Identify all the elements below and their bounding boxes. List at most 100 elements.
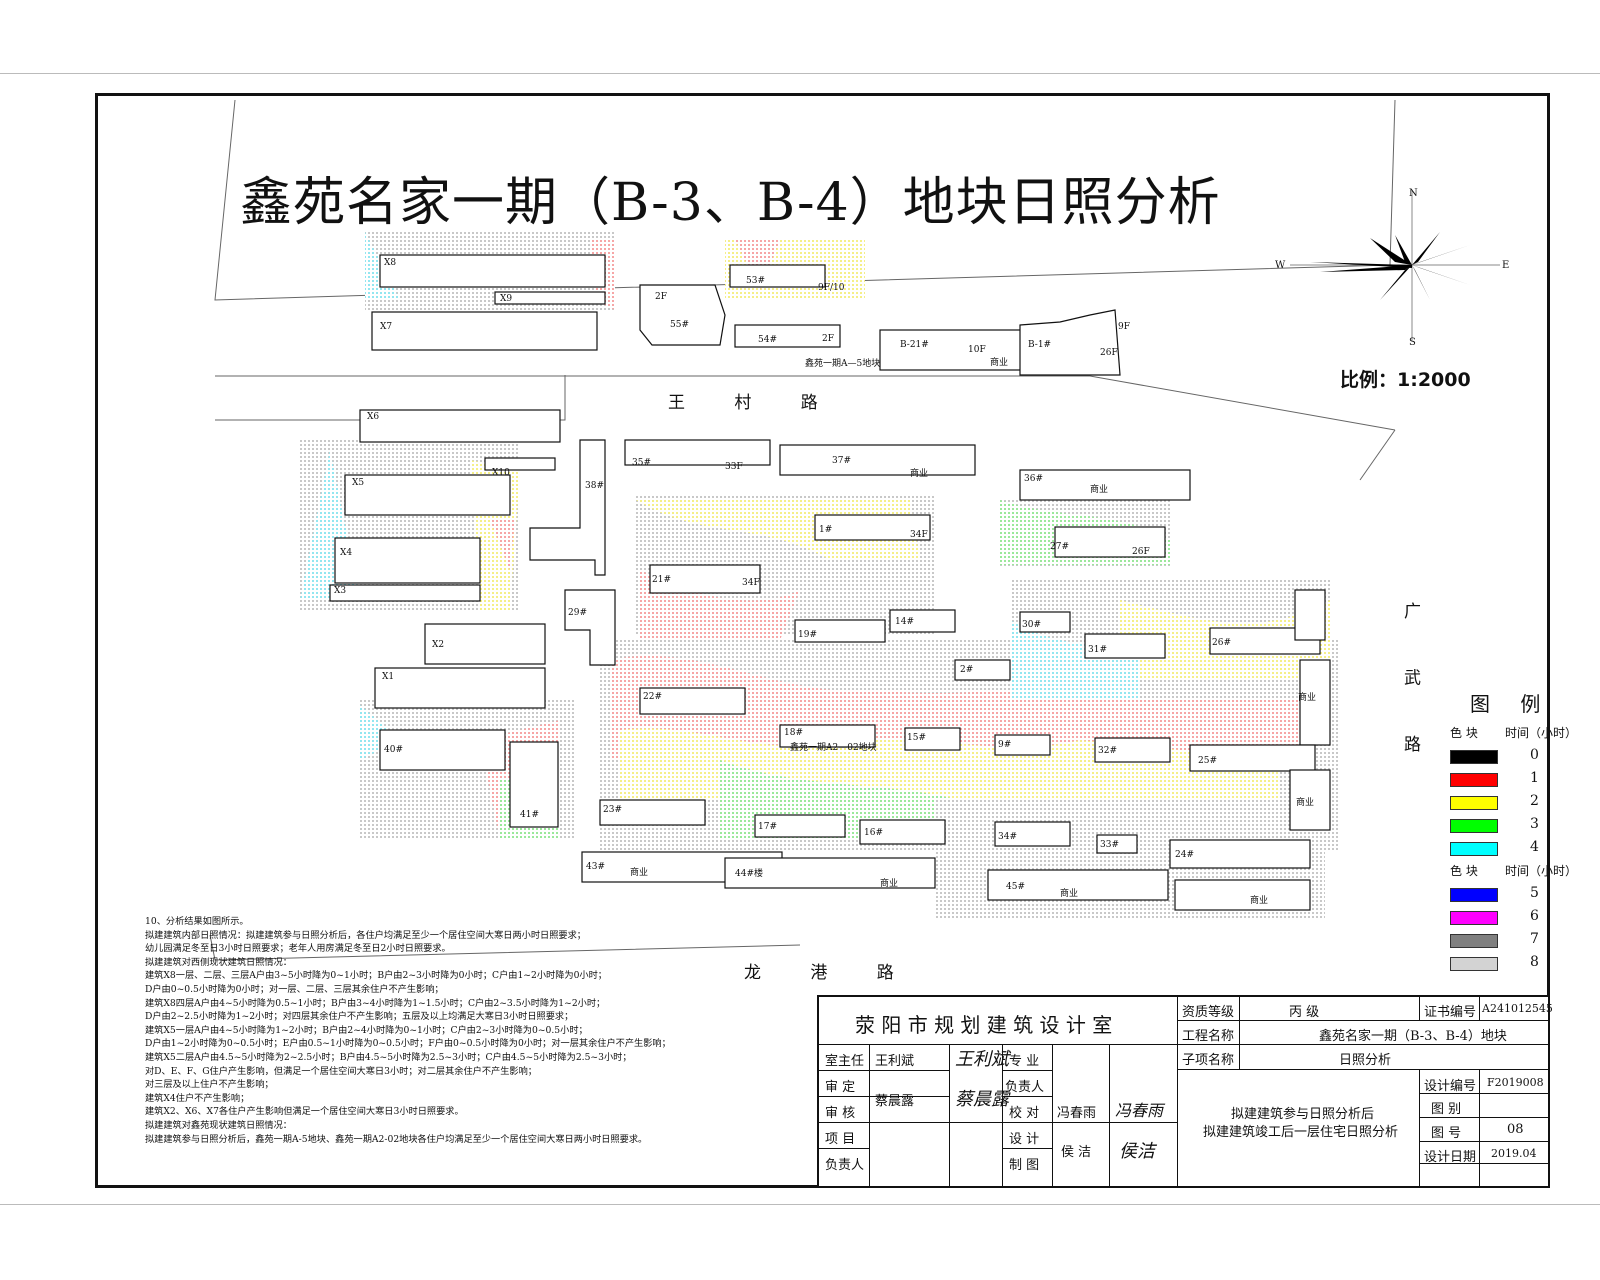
note-line: 对D、E、F、G住户产生影响，但满足一个居住空间大寒日3小时；对二层其余住户不产… (145, 1065, 537, 1077)
note-line: 建筑X5一层A户由4~5小时降为1~2小时；B户由2~4小时降为0~1小时；C户… (145, 1024, 588, 1036)
qual-value: 丙 级 (1289, 1005, 1320, 1020)
building-label: 45# (1006, 882, 1025, 892)
role-label: 制 图 (1009, 1158, 1040, 1173)
legend-time-header-2: 时间（小时） (1505, 864, 1578, 878)
signature-zhu: 王利斌 (955, 1049, 1009, 1070)
cert-label: 证书编号 (1424, 1005, 1477, 1020)
note-line: D户由2~2.5小时降为1~2小时；对四层其余住户不产生影响；五层及以上均满足大… (145, 1011, 574, 1023)
building-label: 55# (670, 320, 689, 330)
building-label: X3 (334, 586, 347, 596)
legend-swatch (1450, 934, 1498, 948)
building-label: X4 (340, 548, 353, 558)
building-label: X5 (352, 478, 365, 488)
building-label: 26# (1212, 638, 1231, 648)
building-label: 23# (603, 805, 622, 815)
building-label: 29# (568, 608, 587, 618)
note-line: 建筑X4住户不产生影响； (145, 1092, 250, 1104)
role-label: 室主任 (825, 1054, 865, 1069)
building-label: 22# (643, 692, 662, 702)
analysis-notes: 10、分析结果如图所示。 拟建建筑内部日照情况：拟建建筑参与日照分析后，各住户均… (145, 915, 825, 1146)
building-label: 33# (1100, 840, 1119, 850)
compass-rose (1290, 190, 1500, 340)
subitem-value: 日照分析 (1339, 1053, 1392, 1068)
building-label: 商业 (1298, 693, 1317, 703)
building-label: B-1# (1028, 340, 1052, 350)
compass-north-label: N (1409, 188, 1418, 199)
drawing-type-label: 图 别 (1431, 1102, 1462, 1117)
org-name: 荥 阳 市 规 划 建 筑 设 计 室 (855, 1013, 1113, 1037)
role-label: 审 核 (825, 1106, 856, 1121)
name-she: 侯 洁 (1061, 1145, 1092, 1160)
building-label: 53# (746, 276, 765, 286)
building-label: 54# (758, 335, 777, 345)
role-label: 负责人 (1005, 1080, 1045, 1095)
legend-color-header: 色 块 (1450, 726, 1478, 740)
building-label: 18# (784, 728, 803, 738)
building-label: 30# (1022, 620, 1041, 630)
building-label: 15# (907, 733, 926, 743)
legend-value: 6 (1530, 908, 1539, 924)
role-label: 项 目 (825, 1132, 856, 1147)
project-value: 鑫苑名家一期（B-3、B-4）地块 (1319, 1029, 1507, 1044)
building-label: 34F (910, 530, 928, 540)
date-label: 设计日期 (1424, 1150, 1477, 1165)
drawing-no-label: 图 号 (1431, 1126, 1462, 1141)
title-block: 荥 阳 市 规 划 建 筑 设 计 室 资质等级 丙 级 证书编号 A24101… (817, 995, 1553, 1188)
legend-swatch (1450, 750, 1498, 764)
drawing-title-2: 拟建建筑竣工后一层住宅日照分析 (1203, 1125, 1399, 1140)
legend-swatch (1450, 888, 1498, 902)
legend-value: 5 (1530, 885, 1539, 901)
building-label: 24# (1175, 850, 1194, 860)
name-jiao: 冯春雨 (1057, 1106, 1097, 1121)
building-label: 10F (968, 345, 986, 355)
role-label: 专 业 (1009, 1054, 1040, 1069)
signature-she: 侯洁 (1119, 1141, 1155, 1162)
building-label: X6 (367, 412, 380, 422)
building-label: 44#楼 (735, 869, 763, 879)
building-label: 37# (832, 456, 851, 466)
signature-shen: 蔡晨露 (955, 1089, 1009, 1110)
legend-time-header: 时间（小时） (1505, 726, 1578, 740)
cert-value: A241012545 (1482, 1002, 1553, 1015)
road-label-north: 王 村 路 (668, 393, 840, 413)
building-label: X10 (492, 468, 510, 478)
note-line: 拟建建筑内部日照情况：拟建建筑参与日照分析后，各住户均满足至少一个居住空间大寒日… (145, 929, 586, 941)
building-label: 26F (1132, 547, 1150, 557)
compass-west-label: W (1275, 260, 1286, 271)
drawing-no-value: 08 (1507, 1122, 1524, 1137)
project-label: 工程名称 (1182, 1029, 1235, 1044)
building-label: X7 (380, 322, 393, 332)
compass-east-label: E (1502, 260, 1510, 271)
building-label: 35# (632, 458, 651, 468)
building-label: 商业 (990, 358, 1009, 368)
legend-value: 3 (1530, 816, 1539, 832)
building-label: 9F/10 (818, 283, 845, 293)
legend-value: 4 (1530, 839, 1539, 855)
building-label: 9F (1118, 322, 1130, 332)
signature-jiao: 冯春雨 (1115, 1101, 1164, 1120)
building-label: 31# (1088, 645, 1107, 655)
building-label: 33F (725, 462, 743, 472)
building-label: 36# (1024, 474, 1043, 484)
building-label: 34F (742, 578, 760, 588)
building-footprints (329, 254, 1331, 911)
sheet-border (0, 73, 1600, 1205)
building-label: 2F (655, 292, 667, 302)
compass-south-label: S (1409, 337, 1416, 348)
building-label: 2# (960, 665, 974, 675)
building-label: 商业 (1250, 896, 1269, 906)
building-label: 9# (998, 740, 1012, 750)
legend-swatch (1450, 819, 1498, 833)
building-label: X8 (384, 258, 397, 268)
road-label-east: 广 武 路 (1400, 602, 1420, 774)
building-label: X1 (382, 672, 395, 682)
building-label: 2F (822, 334, 834, 344)
legend-value: 0 (1530, 747, 1539, 763)
design-no-label: 设计编号 (1424, 1079, 1477, 1094)
building-label: 商业 (630, 868, 649, 878)
role-label: 审 定 (825, 1080, 856, 1095)
map-title: 鑫苑名家一期（B-3、B-4）地块日照分析 (240, 173, 1221, 233)
drawing-title-1: 拟建建筑参与日照分析后 (1231, 1107, 1375, 1122)
name-shen: 蔡晨露 (875, 1094, 915, 1109)
note-line: 建筑X5二层A户由4.5~5小时降为2~2.5小时；B户由4.5~5小时降为2.… (145, 1051, 632, 1063)
